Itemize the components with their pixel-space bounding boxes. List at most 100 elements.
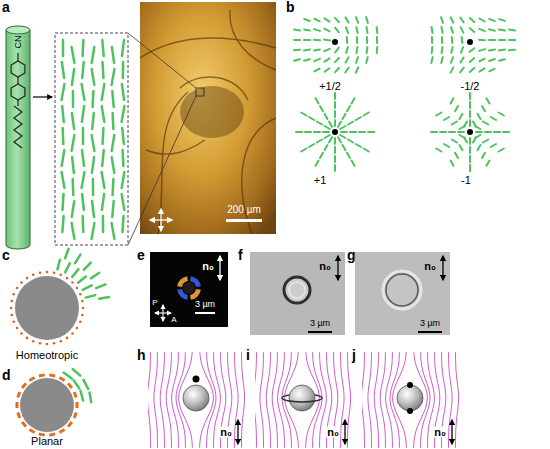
- director-dash: [431, 47, 434, 53]
- molecule-cylinder-top: [6, 26, 30, 34]
- director-dash: [479, 49, 485, 51]
- director-dash: [367, 27, 368, 33]
- liquid-crystal-rod: [72, 269, 78, 277]
- panel-d: [17, 369, 91, 435]
- director-dash: [458, 131, 464, 133]
- panel-letter: a: [2, 0, 10, 14]
- director-dash: [482, 106, 485, 111]
- liquid-crystal-rod: [62, 40, 65, 56]
- director-dash: [489, 29, 495, 30]
- director-dash: [304, 39, 310, 41]
- polarizer-label: P: [152, 299, 157, 307]
- liquid-crystal-rod: [92, 179, 95, 195]
- director-dash: [441, 37, 443, 43]
- liquid-crystal-rod: [112, 223, 115, 239]
- surfactant-dot: [71, 332, 74, 335]
- director-dash: [314, 59, 320, 61]
- director-dash: [325, 135, 330, 138]
- director-dash: [334, 120, 336, 126]
- director-dash: [489, 19, 495, 21]
- director-dash: [469, 102, 471, 108]
- liquid-crystal-rod: [122, 84, 124, 100]
- surfactant-dash: [29, 430, 34, 433]
- liquid-crystal-rod: [102, 194, 104, 210]
- director-dash: [460, 18, 463, 23]
- defect-line: [140, 38, 276, 58]
- liquid-crystal-rod: [102, 106, 105, 122]
- liquid-crystal-rod: [102, 84, 105, 100]
- liquid-crystal-rod: [111, 113, 114, 129]
- director-dash: [469, 93, 471, 99]
- surfactant-dot: [16, 327, 19, 330]
- anchoring-label: Homeotropic: [16, 350, 78, 361]
- director-dash: [324, 29, 329, 32]
- liquid-crystal-rod: [112, 135, 115, 151]
- director-dash: [479, 39, 485, 41]
- liquid-crystal-rod: [122, 128, 124, 144]
- surfactant-dot: [53, 342, 56, 345]
- director-dash: [479, 19, 484, 22]
- director-dash: [317, 140, 322, 143]
- director-dash: [334, 111, 336, 117]
- director-dash: [431, 37, 433, 43]
- director-dash: [441, 57, 443, 63]
- director-dash: [356, 17, 358, 23]
- liquid-crystal-rod: [62, 150, 65, 166]
- director-dash: [461, 37, 464, 43]
- field-line: [260, 352, 264, 448]
- director-dash: [316, 98, 319, 103]
- liquid-crystal-rod: [122, 106, 125, 122]
- liquid-crystal-rod: [122, 172, 125, 188]
- liquid-crystal-rod: [62, 216, 63, 232]
- liquid-crystal-rod: [72, 135, 75, 151]
- liquid-crystal-rod: [65, 263, 70, 272]
- liquid-crystal-rod: [92, 69, 95, 85]
- benzene-ring: [11, 61, 25, 77]
- hedgehog-defect: [193, 376, 200, 383]
- director-dash: [356, 117, 361, 120]
- liquid-crystal-rod: [82, 194, 84, 210]
- surfactant-dash: [22, 422, 26, 427]
- director-dash: [309, 117, 314, 120]
- defect-field: [294, 17, 377, 73]
- defect-field: [431, 93, 509, 171]
- liquid-crystal-rod: [62, 172, 65, 188]
- director-dash: [338, 122, 341, 127]
- director-dash: [451, 37, 453, 43]
- liquid-crystal-rod: [72, 47, 75, 63]
- liquid-crystal-rod: [72, 69, 74, 85]
- molecule-cylinder: [6, 30, 30, 249]
- director-arrow: [451, 420, 452, 444]
- liquid-crystal-rod: [72, 91, 75, 107]
- panel-f: [250, 252, 345, 335]
- field-line: [160, 352, 164, 448]
- director-arrow: [237, 420, 238, 444]
- liquid-crystal-rod: [83, 285, 92, 290]
- brightfield-micrograph: [355, 252, 450, 335]
- director-label: n₀: [424, 261, 436, 272]
- defect-core: [467, 39, 473, 45]
- field-line: [272, 352, 277, 448]
- liquid-crystal-rod: [72, 223, 75, 239]
- panel-letter: i: [246, 348, 250, 362]
- surfactant-dot: [12, 321, 15, 324]
- director-dash: [324, 49, 330, 51]
- field-line: [166, 352, 171, 448]
- director-dash: [335, 28, 339, 33]
- panel-e: [150, 252, 228, 327]
- liquid-crystal-rod: [112, 69, 115, 85]
- liquid-crystal-rod: [84, 380, 89, 389]
- director-dash: [356, 37, 358, 43]
- particle-core: [183, 282, 195, 294]
- director-dash: [376, 27, 379, 33]
- director-label: n₀: [202, 261, 214, 272]
- liquid-crystal-rod: [90, 392, 92, 402]
- director-dash: [489, 59, 495, 61]
- director-dash: [296, 131, 302, 133]
- liquid-crystal-rod: [112, 157, 115, 173]
- pom-micrograph: [150, 252, 228, 327]
- liquid-crystal-rod: [101, 128, 104, 144]
- surfactant-dot: [10, 300, 13, 303]
- surfactant-dot: [20, 281, 23, 284]
